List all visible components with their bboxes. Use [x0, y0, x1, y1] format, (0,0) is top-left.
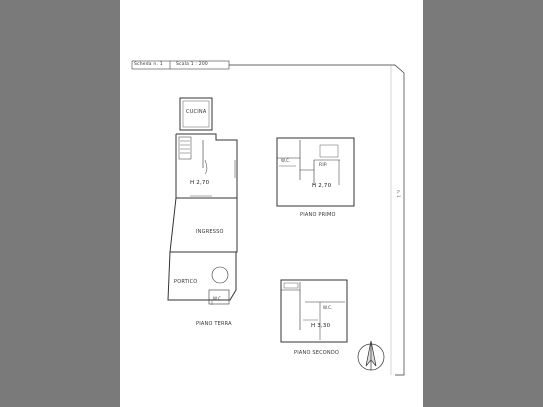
room-label-cucina: CUCINA	[186, 109, 207, 115]
room-label-rip: RIP.	[319, 163, 328, 168]
north-arrow-icon	[357, 340, 385, 371]
floor-label-ground: PIANO TERRA	[196, 321, 232, 327]
side-label: n. 1	[396, 190, 401, 198]
room-label-ingresso: INGRESSO	[196, 229, 224, 235]
sheet-number: Scheda n. 1	[134, 62, 163, 67]
first-floor-plan	[276, 137, 355, 207]
second-floor-plan	[280, 279, 348, 343]
room-height-first: H 2,70	[312, 183, 332, 189]
room-height-ground: H 2,70	[190, 180, 210, 186]
room-label-wc-first: W.C.	[281, 158, 291, 163]
floor-label-first: PIANO PRIMO	[300, 212, 336, 218]
room-height-second: H 3,30	[311, 323, 331, 329]
frame-line	[229, 64, 405, 376]
room-label-wc-ground: W.C.	[213, 296, 223, 301]
scale-label: Scala 1 : 200	[176, 62, 208, 67]
floor-plan-sheet	[120, 0, 423, 407]
room-label-wc-second: W.C.	[323, 305, 333, 310]
floor-label-second: PIANO SECONDO	[294, 350, 340, 356]
ground-floor-plan	[167, 97, 238, 305]
room-label-portico: PORTICO	[174, 279, 198, 285]
